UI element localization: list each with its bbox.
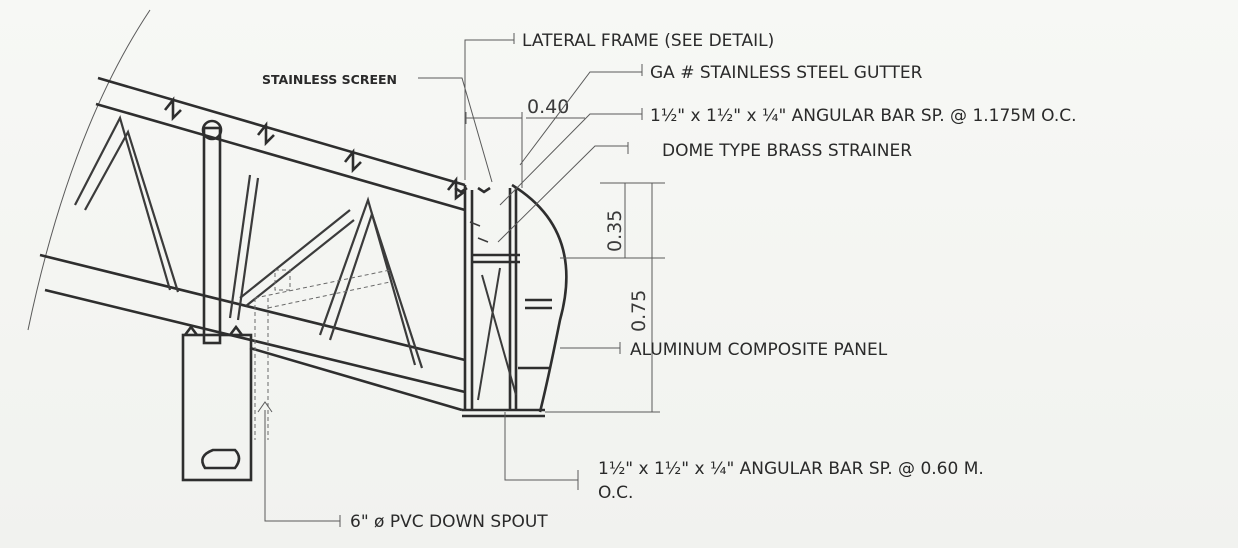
label-angular-bar-bottom-oc: O.C.	[598, 483, 633, 503]
label-lateral-frame: LATERAL FRAME (SEE DETAIL)	[522, 31, 774, 51]
leader-angular-bar-top	[499, 108, 643, 206]
leader-aluminum-panel	[560, 342, 621, 354]
dim-height-075-text: 0.75	[628, 290, 650, 332]
roof-bottom-chord	[39, 253, 466, 412]
leader-stainless-screen	[418, 77, 493, 183]
label-aluminum-panel: ALUMINUM COMPOSITE PANEL	[630, 340, 888, 360]
dome-outline	[27, 9, 151, 331]
truss-webs	[74, 115, 424, 369]
gutter-frame	[462, 185, 552, 418]
column-block	[181, 324, 253, 482]
vertical-post	[201, 119, 223, 345]
leader-gutter	[519, 64, 643, 166]
label-pvc-spout: 6" ø PVC DOWN SPOUT	[350, 512, 548, 532]
leader-angular-bar-bottom	[504, 412, 579, 490]
dim-width-040-text: 0.40	[527, 96, 569, 118]
dim-height-035: 0.35	[600, 182, 665, 259]
dim-height-075: 0.75	[545, 183, 660, 413]
dim-height-035-text: 0.35	[604, 210, 626, 252]
leader-pvc-spout	[257, 401, 341, 527]
roof-top-chord	[95, 76, 466, 212]
dim-width-040: 0.40	[465, 96, 585, 188]
leader-strainer	[497, 142, 629, 243]
label-angular-bar-bottom: 1½" x 1½" x ¼" ANGULAR BAR SP. @ 0.60 M.	[598, 459, 984, 479]
leader-lateral-frame	[464, 33, 515, 180]
aluminum-panel-curve	[511, 183, 568, 413]
strainer-marks	[454, 186, 491, 243]
hidden-downspout	[254, 269, 391, 440]
label-angular-bar-top: 1½" x 1½" x ¼" ANGULAR BAR SP. @ 1.175M …	[650, 106, 1077, 126]
label-gutter: GA # STAINLESS STEEL GUTTER	[650, 63, 923, 83]
label-strainer: DOME TYPE BRASS STRAINER	[662, 141, 912, 161]
purlins	[163, 96, 465, 201]
label-stainless-screen: STAINLESS SCREEN	[262, 72, 397, 87]
